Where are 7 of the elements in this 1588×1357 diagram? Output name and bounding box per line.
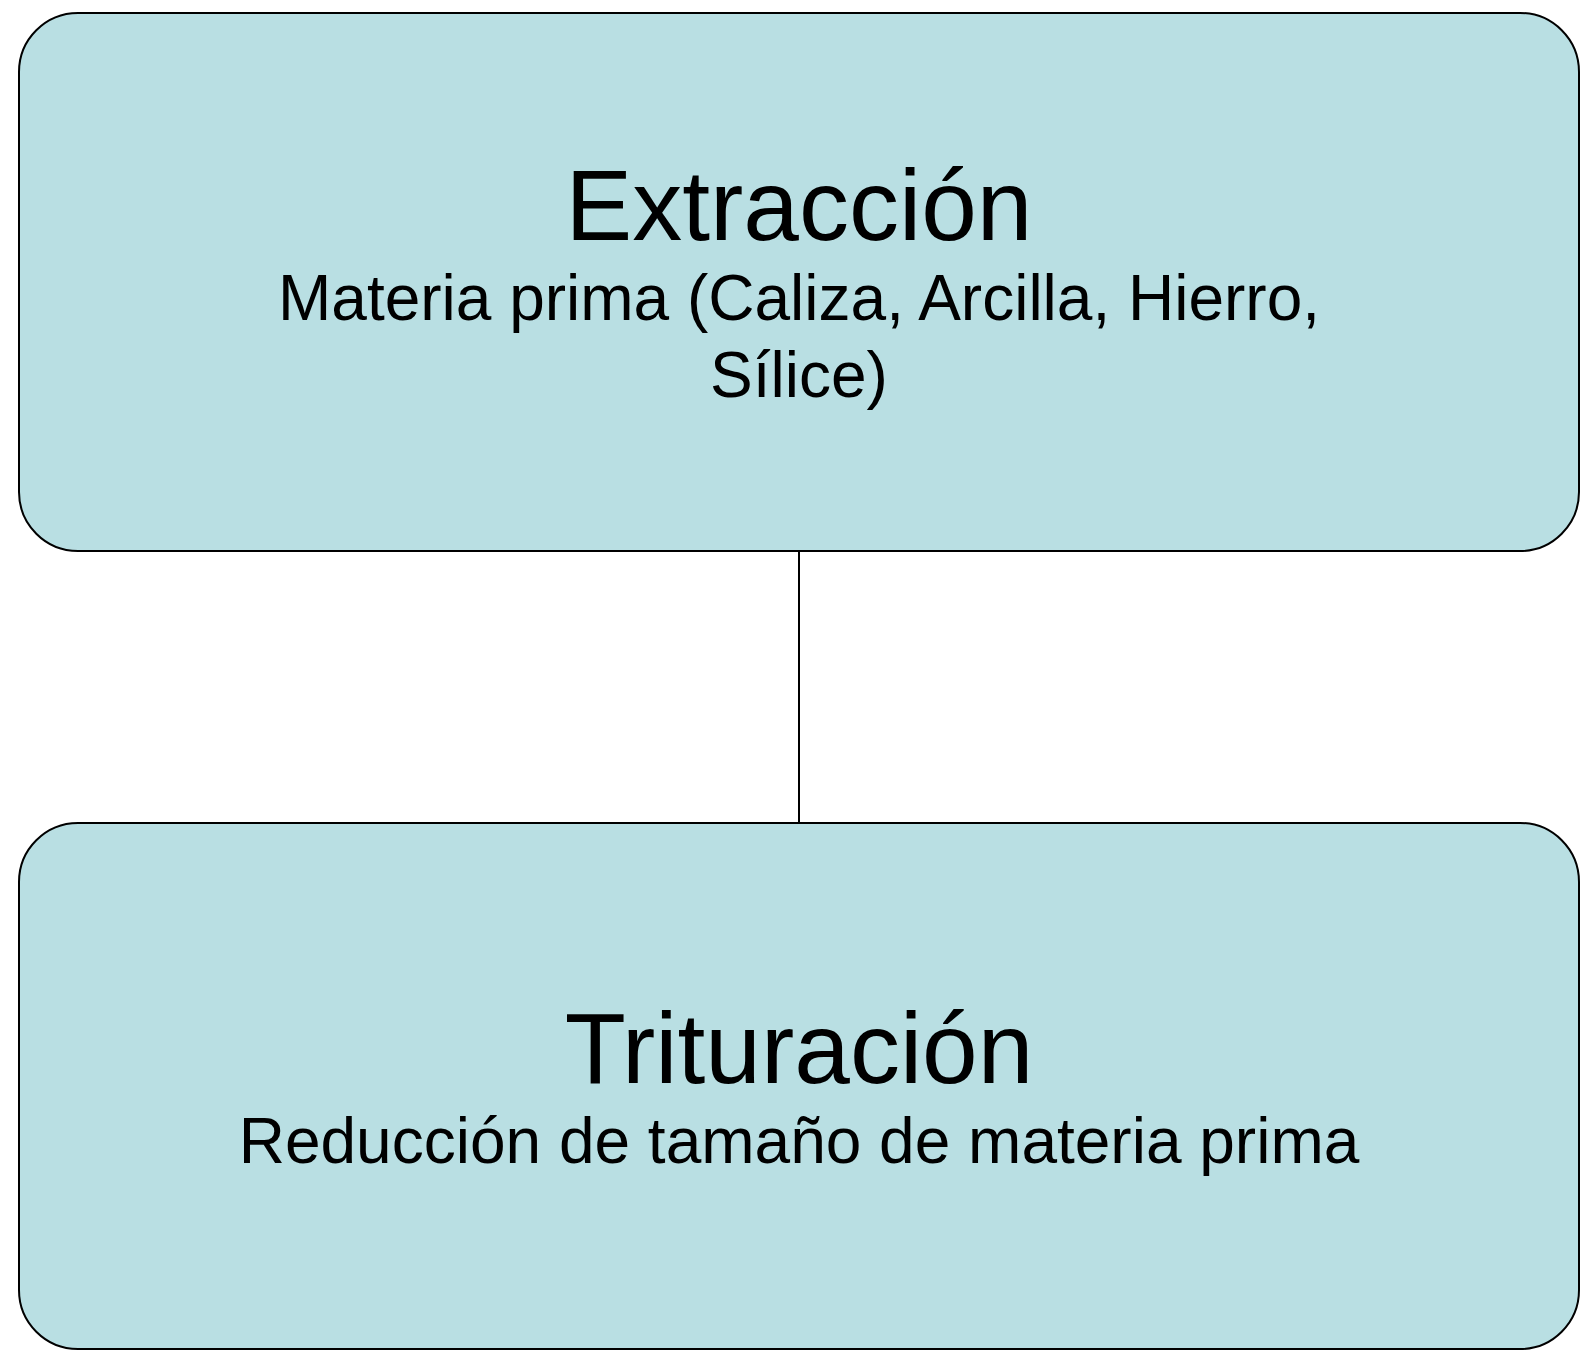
step-title: Extracción [565, 150, 1033, 261]
connector-line [798, 551, 800, 823]
process-box [18, 822, 1580, 1350]
step-title: Trituración [564, 992, 1034, 1103]
step-description: Reducción de tamaño de materia prima [238, 1103, 1360, 1179]
step-description: Materia prima (Caliza, Arcilla, Hierro, Sílice) [277, 261, 1321, 413]
process-box [18, 12, 1580, 552]
